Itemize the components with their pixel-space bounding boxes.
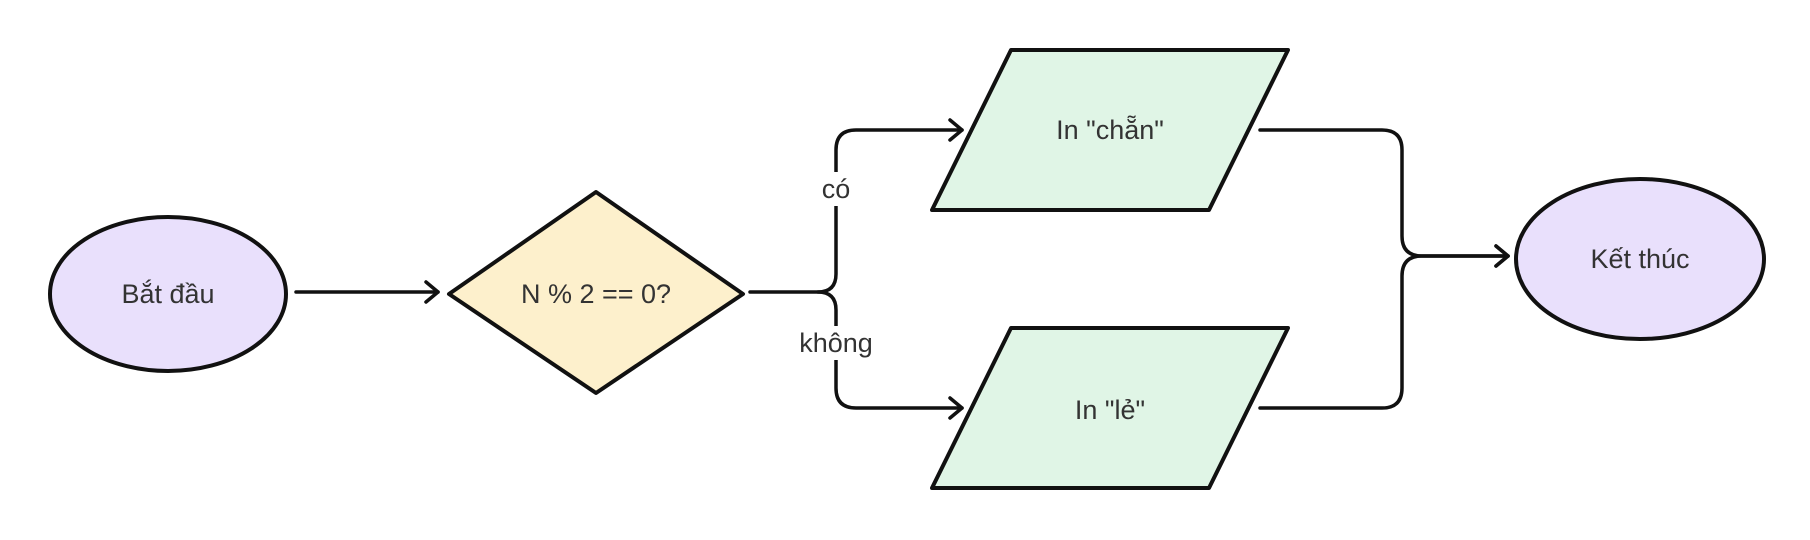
start-label: Bắt đầu bbox=[121, 278, 214, 309]
start-ellipse bbox=[48, 215, 288, 373]
edge-print-odd-to-end bbox=[1258, 244, 1510, 410]
node-start: Bắt đầu bbox=[48, 215, 288, 373]
print-odd-parallelogram bbox=[930, 326, 1290, 490]
decision-diamond bbox=[447, 190, 745, 395]
node-end: Kết thúc bbox=[1514, 177, 1766, 341]
edge-label-yes: có bbox=[814, 172, 858, 206]
print-even-parallelogram bbox=[930, 48, 1290, 212]
node-print-even: In "chẵn" bbox=[930, 48, 1290, 212]
print-even-label: In "chẵn" bbox=[1056, 114, 1164, 145]
end-ellipse bbox=[1514, 177, 1766, 341]
print-odd-label: In "lẻ" bbox=[1075, 395, 1145, 425]
edge-print-even-to-end bbox=[1258, 128, 1510, 268]
node-print-odd: In "lẻ" bbox=[930, 326, 1290, 490]
edge-label-no-text: không bbox=[799, 328, 873, 358]
edge-decision-to-print-odd bbox=[816, 290, 964, 420]
edge-decision-to-print-even bbox=[748, 118, 964, 294]
edge-label-no: không bbox=[790, 326, 882, 360]
edges bbox=[294, 118, 1510, 420]
end-label: Kết thúc bbox=[1590, 244, 1689, 274]
node-decision: N % 2 == 0? bbox=[447, 190, 745, 395]
edge-label-yes-text: có bbox=[822, 174, 851, 204]
decision-label: N % 2 == 0? bbox=[521, 279, 671, 309]
